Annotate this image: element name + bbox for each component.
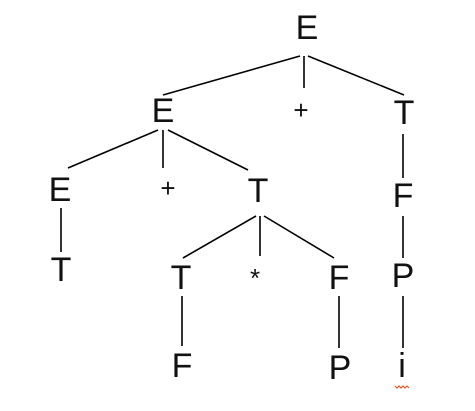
spellcheck-underline [394,385,410,389]
node-leaf-F-under-T: F [172,347,193,385]
node-inner-F: F [329,259,350,297]
node-right-i: i [398,347,406,385]
edge-left-E-to-inner-E [67,129,159,169]
edge-root-to-left-E [162,55,301,96]
edge-inner-T-to-T [182,215,257,259]
node-right-P: P [392,257,415,295]
node-inner-T: T [248,172,269,210]
node-root-E: E [296,9,319,47]
node-left-E: E [152,92,175,130]
node-inner-E: E [49,171,72,209]
node-root-plus: + [293,95,308,125]
node-inner-T-T: T [171,259,192,297]
edge-inner-T-to-F [263,215,335,259]
node-inner-plus: + [160,173,175,203]
node-right-F: F [393,177,414,215]
tree-nodes: E E + T E + T F T T * F P F P i [49,9,415,387]
node-leaf-T-under-E: T [51,251,72,289]
edge-root-to-right-T [307,55,405,96]
node-leaf-P-under-F: P [329,349,352,387]
edge-left-E-to-inner-T [167,129,249,171]
tree-edges [60,55,405,348]
node-root-T: T [394,94,415,132]
node-inner-star: * [250,263,260,293]
